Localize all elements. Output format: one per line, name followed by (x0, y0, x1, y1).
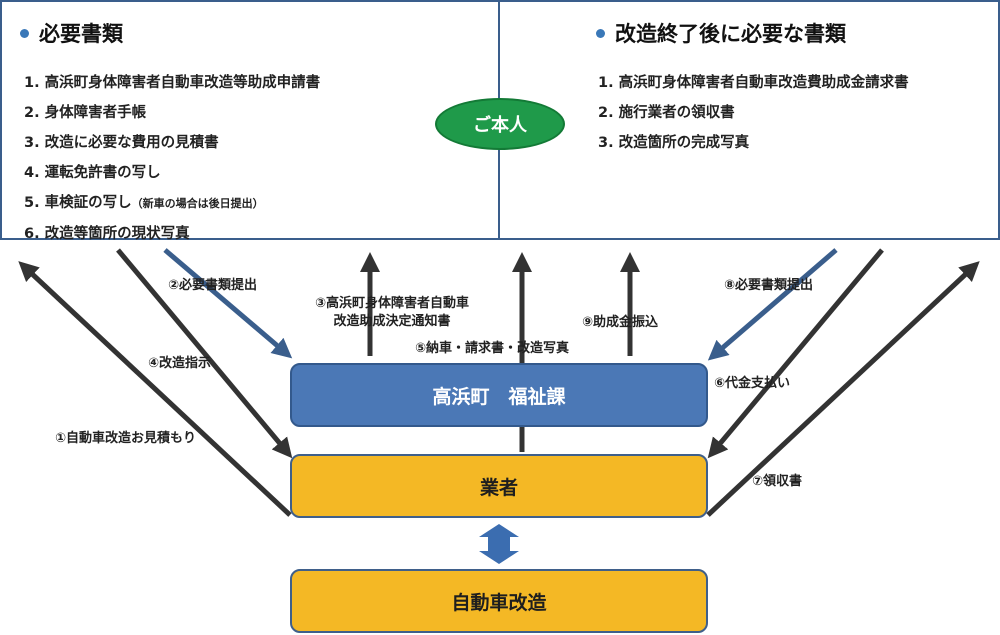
step1-label: ①自動車改造お見積もり (55, 431, 197, 446)
step3-label: ③高浜町身体障害者自動車 改造助成決定通知書 (314, 296, 469, 329)
step9-label: ⑨助成金振込 (582, 315, 659, 330)
list-item: 1. 高浜町身体障害者自動車改造等助成申請書 (24, 75, 321, 91)
arrow-step4 (116, 248, 293, 459)
arrow-step8 (707, 248, 838, 361)
post-modification-documents-panel: 改造終了後に必要な書類 1. 高浜町身体障害者自動車改造費助成金請求書 2. 施… (498, 0, 1000, 240)
list-item-note: （新車の場合は後日提出） (131, 197, 264, 210)
applicant-node: ご本人 (435, 98, 565, 150)
arrow-step7 (706, 261, 980, 517)
bullet-dot-icon (596, 28, 605, 38)
post-modification-documents-title: 改造終了後に必要な書類 (596, 18, 846, 48)
list-item: 3. 改造箇所の完成写真 (598, 135, 750, 151)
post-modification-documents-list: 1. 高浜町身体障害者自動車改造費助成金請求書 2. 施行業者の領収書 3. 改… (598, 68, 909, 158)
town-welfare-office-box: 高浜町 福祉課 (290, 363, 708, 427)
car-modification-box: 自動車改造 (290, 569, 708, 633)
required-documents-list: 1. 高浜町身体障害者自動車改造等助成申請書 2. 身体障害者手帳 3. 改造に… (24, 68, 320, 249)
step6-label: ⑥代金支払い (714, 376, 791, 391)
step7-label: ⑦領収書 (752, 474, 803, 489)
list-item: 4. 運転免許書の写し (24, 165, 161, 181)
arrow-step1 (18, 261, 292, 517)
double-arrow-icon (479, 524, 519, 564)
bullet-dot-icon (20, 28, 29, 38)
required-documents-title: 必要書類 (20, 18, 123, 48)
list-item: 2. 身体障害者手帳 (24, 105, 147, 121)
step4-label: ④改造指示 (148, 356, 212, 371)
step2-label: ②必要書類提出 (168, 278, 258, 293)
list-item: 2. 施行業者の領収書 (598, 105, 735, 121)
vendor-box: 業者 (290, 454, 708, 518)
arrow-step6 (707, 248, 884, 459)
list-item: 3. 改造に必要な費用の見積書 (24, 135, 219, 151)
required-documents-panel: 必要書類 1. 高浜町身体障害者自動車改造等助成申請書 2. 身体障害者手帳 3… (0, 0, 500, 242)
list-item: 5. 車検証の写し（新車の場合は後日提出） (24, 195, 264, 211)
list-item: 1. 高浜町身体障害者自動車改造費助成金請求書 (598, 75, 909, 91)
step8-label: ⑧必要書類提出 (724, 278, 814, 293)
arrow-step2 (163, 248, 293, 359)
list-item: 6. 改造等箇所の現状写真 (24, 226, 190, 242)
step5-label: ⑤納車・請求書・改造写真 (415, 341, 570, 356)
